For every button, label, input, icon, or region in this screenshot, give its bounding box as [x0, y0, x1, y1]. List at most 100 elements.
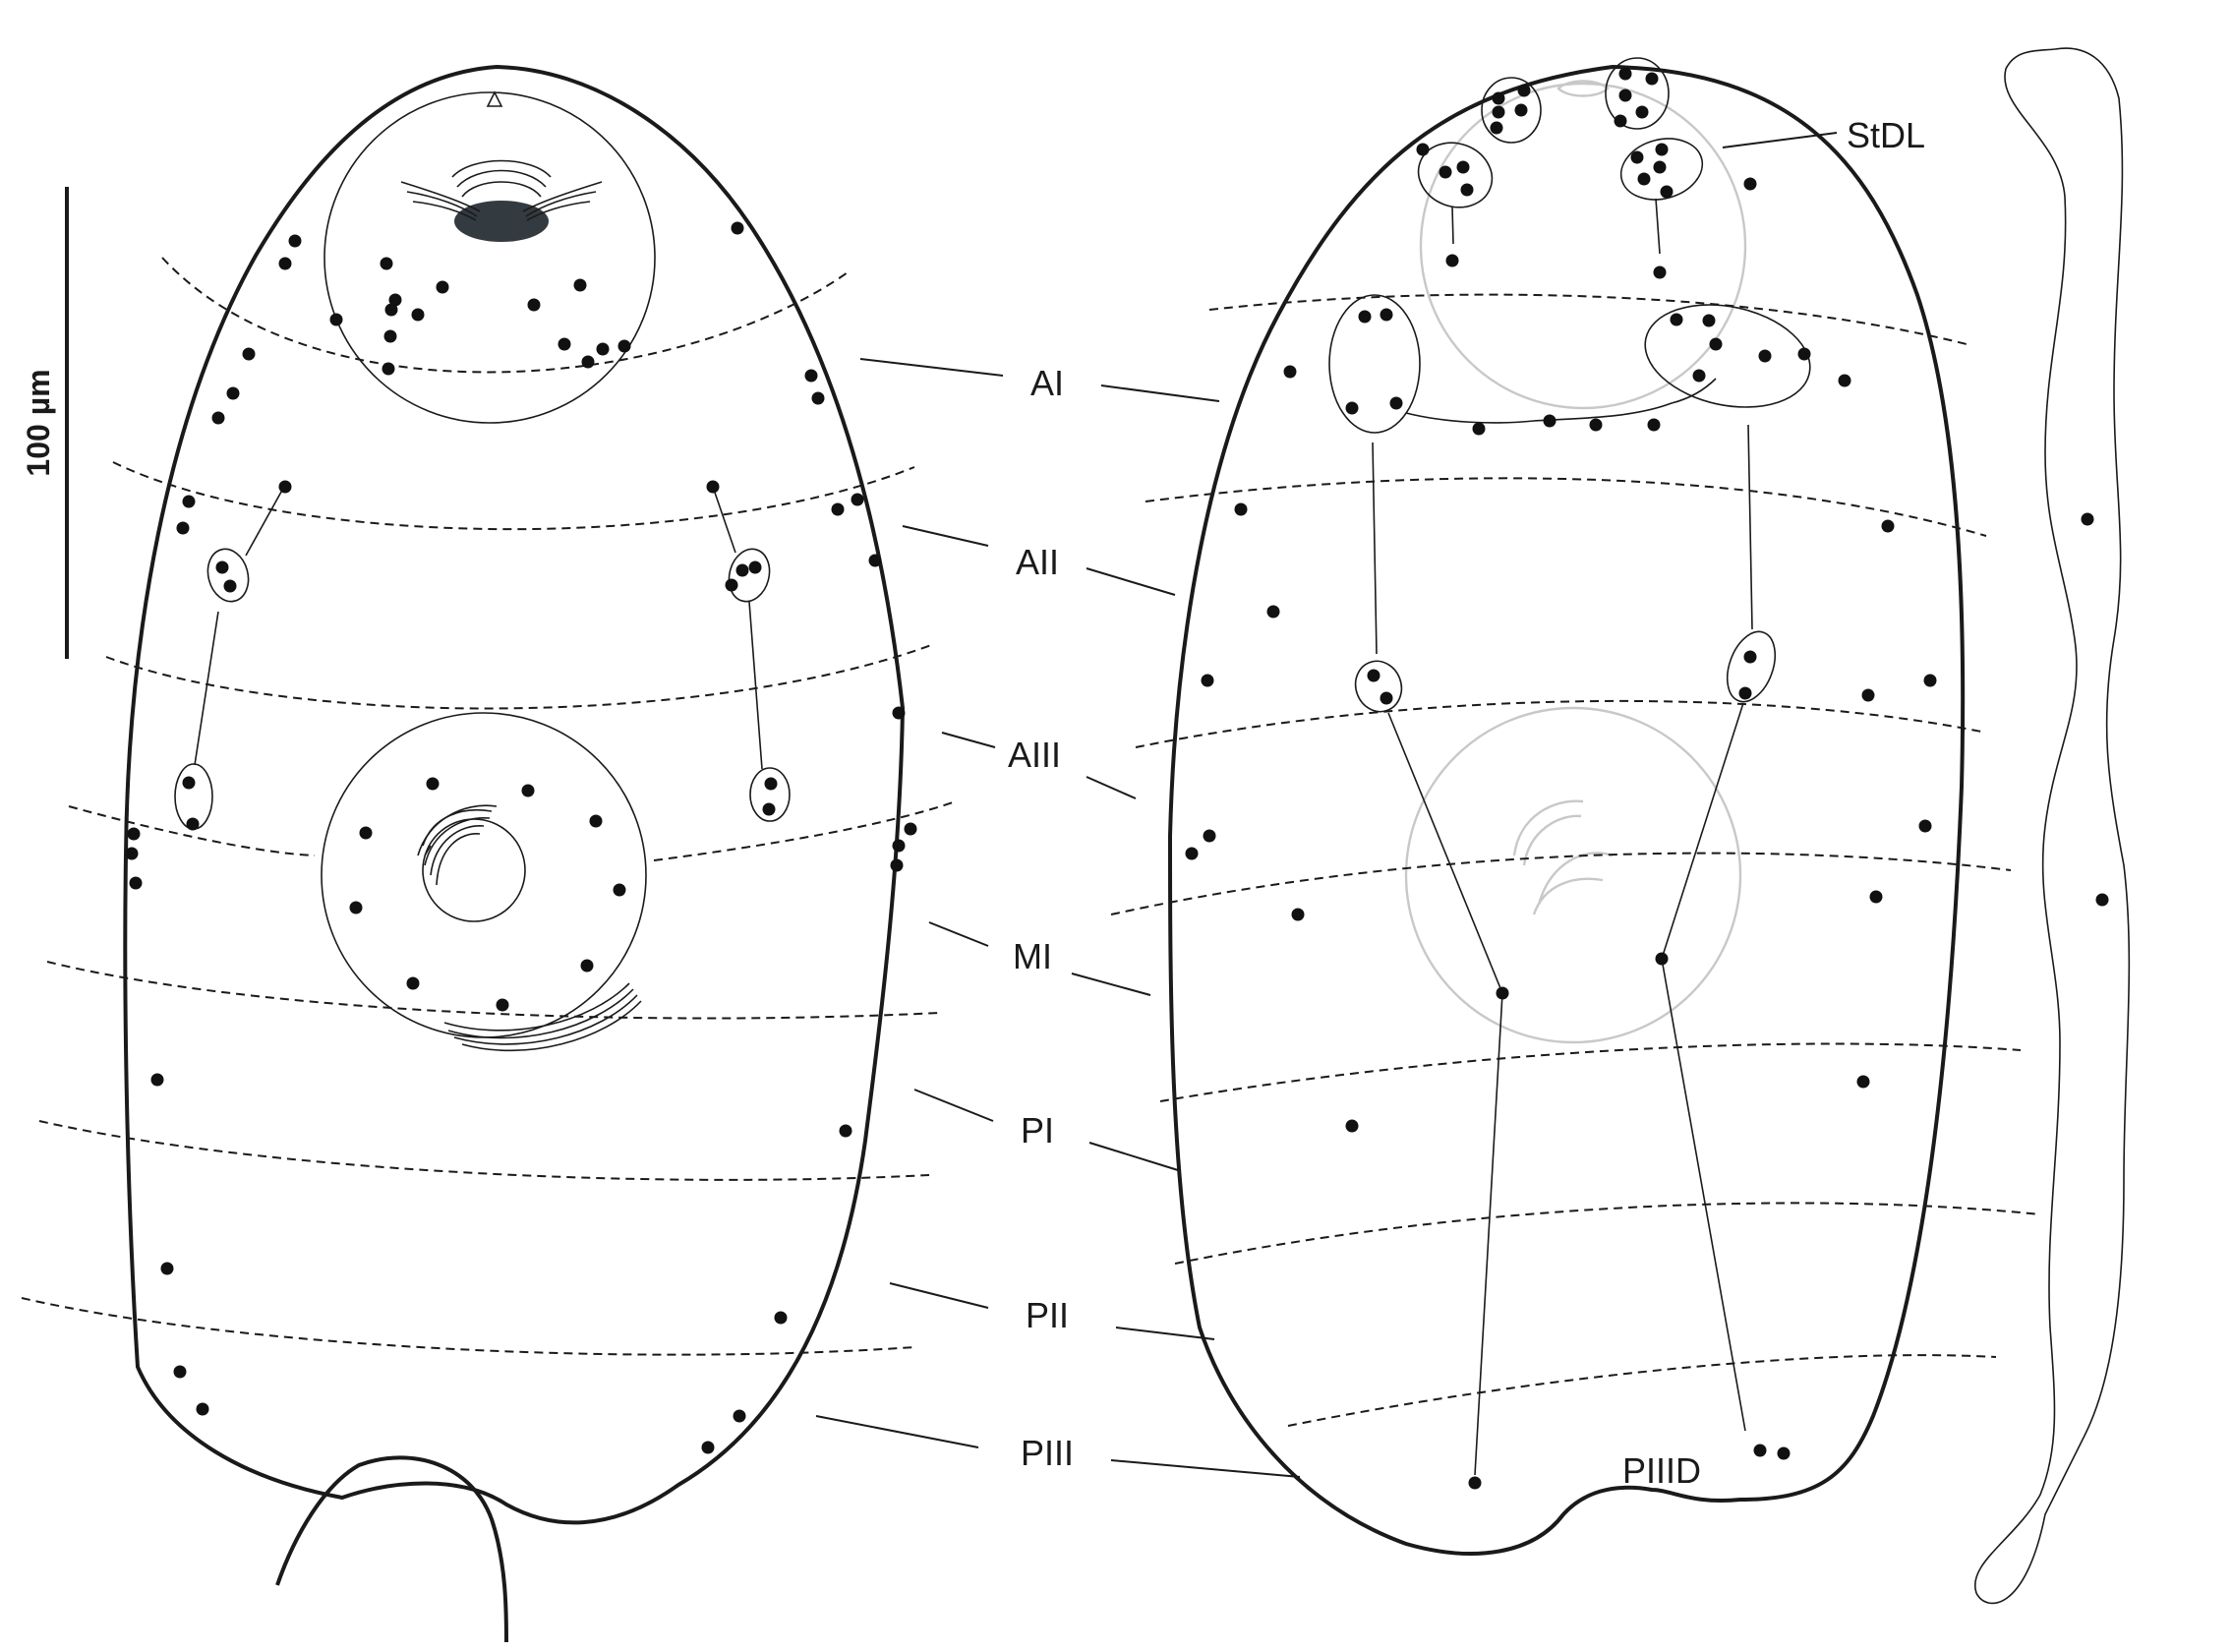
right-dash-5 [1159, 1042, 2022, 1102]
right-conn-2 [1655, 198, 1661, 255]
leader-piii-right [1110, 1459, 1301, 1478]
right-ellipse-ai-l [1328, 294, 1421, 434]
seta-dot [215, 560, 229, 574]
leader-mi-left [928, 921, 989, 947]
spiracle-rings [400, 159, 603, 221]
right-body-outline [1167, 64, 1966, 1556]
left-segment-lines [21, 257, 957, 1356]
seta-dot [1380, 308, 1393, 322]
seta-dot [1838, 374, 1851, 387]
seta-dot [1881, 519, 1895, 533]
label-ai: AI [1030, 363, 1064, 403]
seta-dot [1861, 688, 1875, 702]
seta-dot [706, 480, 720, 494]
seta-dot [211, 411, 225, 425]
seta-dot [1439, 165, 1452, 179]
right-conn-4 [1372, 442, 1378, 655]
label-aiii: AIII [1008, 735, 1061, 775]
scale-bar: 100 µm [21, 187, 69, 659]
seta-dot [1234, 502, 1248, 516]
left-ellipse-aii-l [206, 548, 250, 603]
right-head-circle-faint [1419, 82, 1747, 410]
leader-aiii-right [1086, 776, 1137, 799]
seta-dot [349, 901, 363, 914]
seta-dot [1753, 1444, 1767, 1457]
label-mi: MI [1013, 936, 1052, 976]
right-ellipse-ai-r [1644, 304, 1811, 408]
leader-pii-left [889, 1282, 989, 1309]
seta-dot [1543, 414, 1557, 428]
label-piiid: PIIID [1622, 1450, 1701, 1491]
right-conn-8 [1661, 702, 1744, 960]
seta-dot [725, 578, 738, 592]
seta-dot [2081, 512, 2094, 526]
right-segment-lines [1110, 293, 2041, 1427]
seta-dot [1367, 669, 1380, 682]
left-mid-circle [321, 712, 647, 1038]
seta-dot [160, 1262, 174, 1275]
left-dash-4b [653, 800, 957, 861]
seta-dot [1614, 114, 1627, 128]
left-dash-7 [21, 1297, 915, 1356]
left-head-circle [323, 91, 656, 424]
seta-dot [1918, 819, 1932, 833]
right-dash-7 [1287, 1354, 1997, 1427]
head-marker-icon [486, 90, 503, 107]
seta-dot [382, 362, 395, 376]
seta-dot [1496, 986, 1509, 1000]
seta-dot [890, 858, 904, 872]
leader-pii-right [1115, 1327, 1215, 1340]
side-profile-outline [1973, 47, 2131, 1605]
seta-dot [613, 883, 626, 897]
right-dash-1 [1208, 293, 1968, 345]
left-ellipse-aiii-r [749, 767, 791, 822]
seta-dot [1266, 605, 1280, 619]
left-dash-6 [38, 1120, 930, 1181]
seta-dot [288, 234, 302, 248]
seta-dot [733, 1409, 746, 1423]
seta-dot [1645, 72, 1659, 86]
right-ellipse-h2 [1605, 57, 1670, 130]
seta-dot [329, 313, 343, 326]
left-body [123, 64, 906, 1643]
seta-dot [580, 959, 594, 973]
seta-dot [1468, 1476, 1482, 1490]
leader-lines [815, 132, 1838, 1478]
leader-ai-left [859, 358, 1004, 377]
seta-dot [1647, 418, 1661, 432]
seta-dot [384, 303, 398, 317]
seta-dot [831, 502, 845, 516]
seta-dot [359, 826, 373, 840]
seta-dot [1702, 314, 1716, 327]
right-ellipse-aiii-r [1726, 630, 1777, 703]
seta-dot [406, 976, 420, 990]
seta-dot [182, 495, 196, 508]
right-conn-7 [1474, 992, 1503, 1476]
right-conn-6 [1387, 712, 1503, 994]
label-pii: PII [1026, 1295, 1069, 1335]
seta-dot [527, 298, 541, 312]
seta-dot [1514, 103, 1528, 117]
seta-dot [1389, 396, 1403, 410]
right-dash-3 [1135, 699, 1987, 748]
seta-dot [892, 706, 906, 720]
label-aii: AII [1016, 542, 1059, 582]
seta-dot [278, 480, 292, 494]
seta-dot [774, 1311, 788, 1325]
seta-dot [1635, 105, 1649, 119]
left-dash-4a [68, 805, 316, 856]
seta-dot [1670, 313, 1683, 326]
seta-dot [1655, 952, 1669, 966]
right-conn-3 [1405, 378, 1717, 424]
seta-dot [731, 221, 744, 235]
seta-dot [1738, 686, 1752, 700]
seta-dot [1445, 254, 1459, 267]
seta-dot [1492, 105, 1505, 119]
seta-dot [1456, 160, 1470, 174]
right-conn-5 [1747, 424, 1753, 630]
right-conn-1 [1451, 206, 1454, 245]
seta-dot [804, 369, 818, 383]
seta-dot [868, 554, 882, 567]
seta-dot [436, 280, 449, 294]
segment-labels: AI AII AIII MI PI PII PIII StDL PIIID [1008, 115, 1925, 1491]
